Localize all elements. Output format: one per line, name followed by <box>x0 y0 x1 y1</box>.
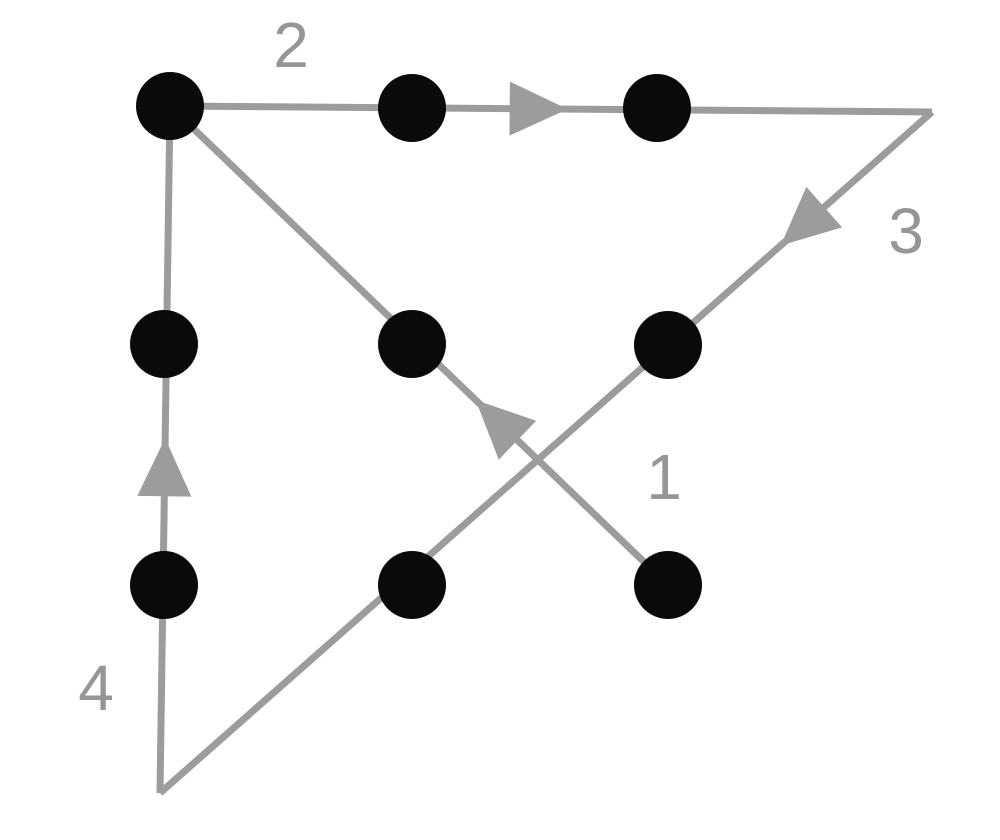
grid-dot <box>634 311 702 379</box>
grid-dot <box>378 551 446 619</box>
grid-dot <box>634 551 702 619</box>
step-number-label-1: 1 <box>646 441 682 513</box>
direction-arrowhead-3 <box>780 186 843 246</box>
direction-arrowhead-1 <box>475 400 537 460</box>
direction-arrowhead-2 <box>509 81 568 136</box>
grid-dot <box>378 74 446 142</box>
grid-dot <box>378 310 446 378</box>
step-number-label-4: 4 <box>78 652 114 724</box>
step-number-label-2: 2 <box>273 9 309 81</box>
grid-dot <box>130 310 198 378</box>
grid-dot <box>623 74 691 142</box>
step-number-label-3: 3 <box>888 195 924 267</box>
grid-dot <box>136 72 204 140</box>
direction-arrowhead-4 <box>137 438 192 497</box>
grid-dot <box>130 551 198 619</box>
